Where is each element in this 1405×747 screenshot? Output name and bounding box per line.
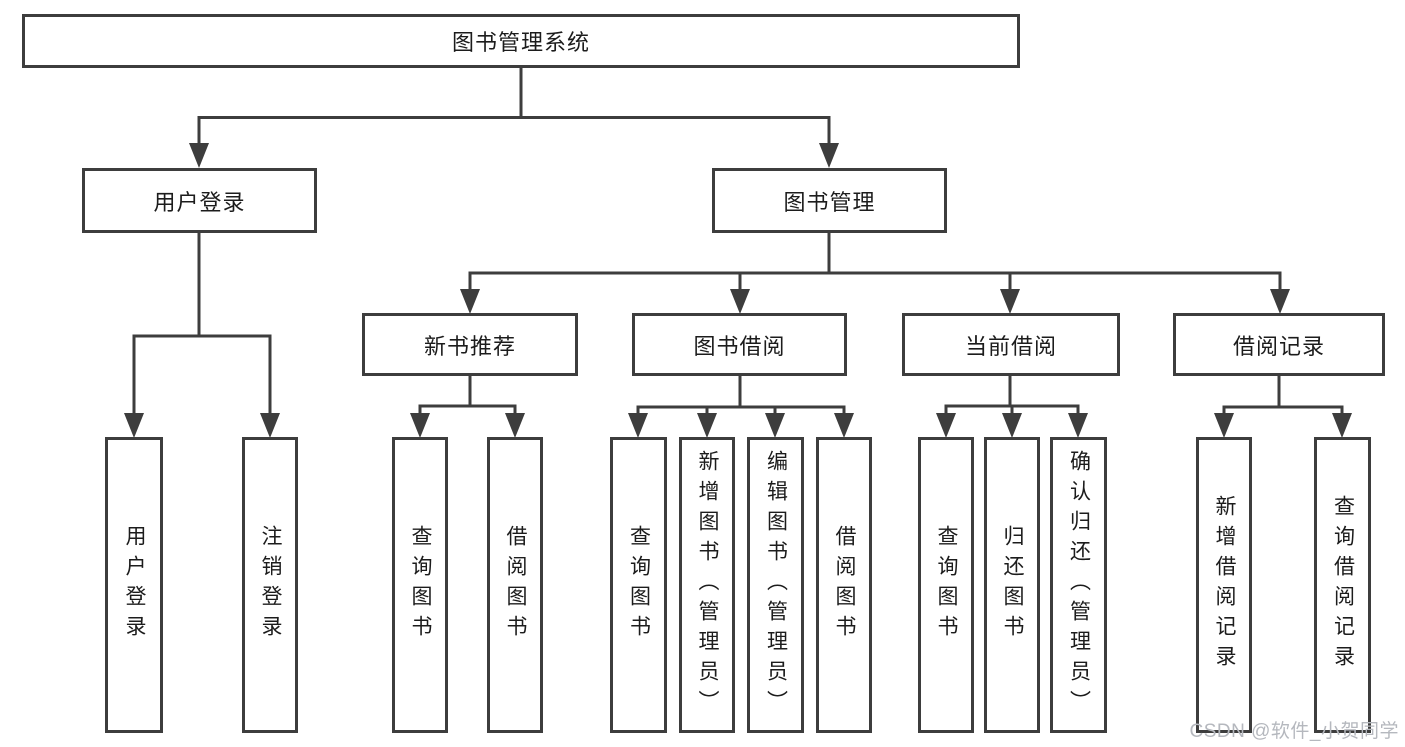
node-label: 查询图书 [627,525,651,645]
node-label: 查询图书 [935,525,959,645]
node-current-borrowing: 当前借阅 [902,313,1120,376]
node-label: 编辑图书（管理员） [764,450,788,720]
leaf-bb-borrow-books: 借阅图书 [816,437,872,733]
node-label: 借阅图书 [504,525,528,645]
node-new-book-recommend: 新书推荐 [362,313,578,376]
arrowheads [124,143,1352,438]
leaf-bb-add-books-admin: 新增图书（管理员） [679,437,735,733]
leaf-cb-confirm-return-admin: 确认归还（管理员） [1050,437,1107,733]
leaf-bb-query-books: 查询图书 [610,437,667,733]
node-label: 当前借阅 [964,333,1057,359]
leaf-nb-query-books: 查询图书 [392,437,448,733]
node-label: 查询借阅记录 [1331,495,1355,675]
node-label: 归还图书 [1001,525,1025,645]
leaf-cb-return-books: 归还图书 [984,437,1040,733]
node-book-borrowing: 图书借阅 [632,313,847,376]
node-label: 新书推荐 [423,333,516,359]
node-label: 图书管理 [783,189,876,215]
leaf-br-add-record: 新增借阅记录 [1196,437,1252,733]
leaf-bb-edit-books-admin: 编辑图书（管理员） [747,437,804,733]
node-library-management-system: 图书管理系统 [22,14,1020,68]
node-label: 用户登录 [123,525,147,645]
node-label: 新增借阅记录 [1213,495,1237,675]
csdn-watermark: CSDN @软件_小贺同学 [1189,721,1399,742]
node-label: 借阅图书 [833,525,857,645]
node-label: 借阅记录 [1232,333,1325,359]
node-label: 注销登录 [259,525,283,645]
node-label: 用户登录 [153,189,246,215]
leaf-user-login: 用户登录 [105,437,163,733]
leaf-cb-query-books: 查询图书 [918,437,974,733]
node-label: 图书借阅 [693,333,786,359]
node-label: 查询图书 [409,525,433,645]
tree-edges [132,66,1344,418]
node-label: 确认归还（管理员） [1067,450,1091,720]
node-label: 新增图书（管理员） [696,450,720,720]
leaf-nb-borrow-books: 借阅图书 [487,437,543,733]
leaf-logout: 注销登录 [242,437,298,733]
node-label: 图书管理系统 [451,30,590,55]
node-book-management: 图书管理 [712,168,947,233]
node-borrowing-records: 借阅记录 [1173,313,1385,376]
leaf-br-query-record: 查询借阅记录 [1314,437,1371,733]
node-user-login-group: 用户登录 [82,168,317,233]
